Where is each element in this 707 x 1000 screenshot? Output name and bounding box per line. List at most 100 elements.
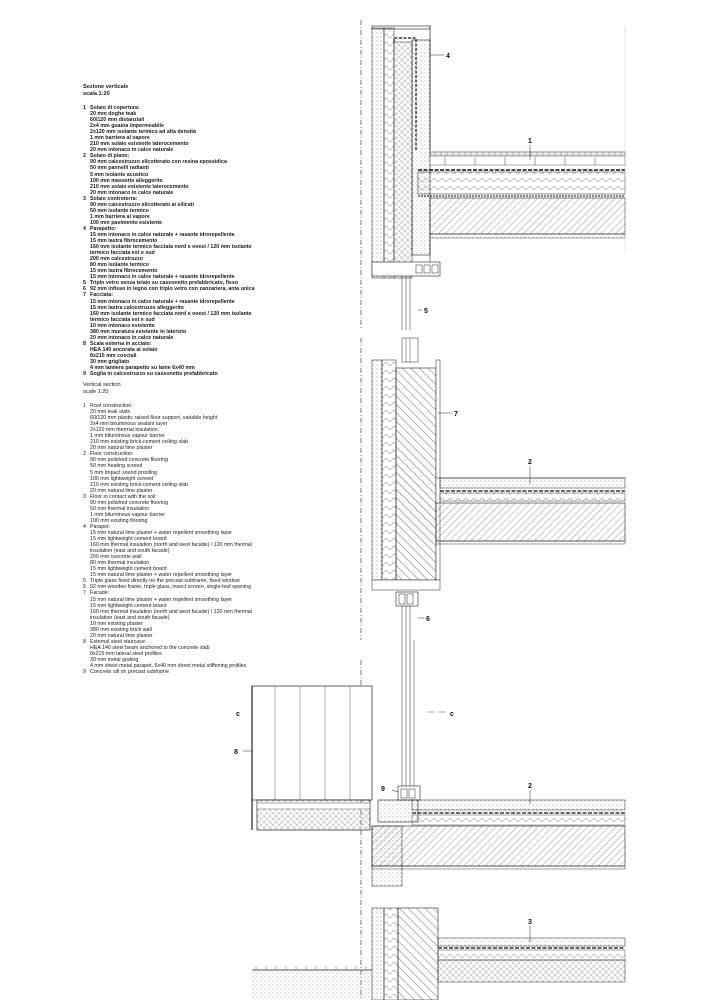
legend-item-line: Floor in contact with the soil: <box>90 493 157 500</box>
legend-item-line: 60/120 mm plastic raised floor support, … <box>90 415 218 422</box>
legend-item-line: 90 mm calcestruzzo elicotterato ai silic… <box>90 201 194 208</box>
legend-item-line: 1 mm barriera al vapore <box>90 213 150 220</box>
legend-item-line: 100 mm pavimento esistente <box>90 219 163 226</box>
legend-item-line: 2x120 mm isolante termico ad alta densit… <box>90 129 196 136</box>
legend-item-line: 210 mm existing brick-cement ceiling sla… <box>90 481 189 488</box>
callout-6: 6 <box>426 616 430 623</box>
legend-item-line: 20 mm natural lime plaster <box>90 445 153 452</box>
legend-item-line: 15 mm intonaco in calce naturale + rasan… <box>90 298 235 305</box>
legend-item-number: 6 <box>83 584 86 591</box>
callout-3: 3 <box>528 919 532 926</box>
legend-item-line: Solaio controterra: <box>90 195 138 202</box>
legend-item-line: insulation (east and south facade) <box>90 614 170 621</box>
legend-item-line: Floor construction: <box>90 451 134 458</box>
legend-title: Vertical section <box>83 382 121 388</box>
legend-item-line: 200 mm concrete wall <box>90 554 142 561</box>
legend-item-line: 210 mm existing brick-cement ceiling sla… <box>90 439 189 446</box>
legend-item-line: 15 mm lastra fibrocemento <box>90 238 158 245</box>
legend-item-line: 380 mm existing brick wall <box>90 626 152 633</box>
cut-label-right: c <box>450 711 454 718</box>
legend-item-line: 15 mm lightweight cement board <box>90 536 167 543</box>
legend-item-line: 160 mm isolante termico facciata nord e … <box>90 310 252 317</box>
legend-item-line: 50 mm pannelli radianti <box>90 165 149 172</box>
legend-item-number: 1 <box>83 105 86 111</box>
legend-item-line: 100 mm lightweight screed <box>90 475 154 482</box>
callout-4: 4 <box>446 53 450 60</box>
legend-item-line: Solaio di piano: <box>90 153 130 160</box>
legend-item-line: 4 mm lamiera parapetto su lame 6x40 mm <box>90 365 195 372</box>
legend-item-line: 50 mm isolante termico <box>90 207 149 214</box>
legend-item-number: 4 <box>83 225 86 232</box>
legend-item-number: 5 <box>83 578 86 585</box>
legend-scale: scale 1:20 <box>83 389 109 395</box>
legend-item-line: HEA 140 ancorata al solaio <box>90 346 158 353</box>
legend-item-number: 7 <box>83 292 86 299</box>
legend-item-line: Triple glass fixed directly on the preca… <box>90 578 240 585</box>
legend-item-line: 100 mm massetto alleggerito <box>90 177 163 184</box>
legend-item-line: 2x4 mm guaina impermeabile <box>90 123 164 130</box>
legend-item-number: 9 <box>83 371 86 378</box>
legend-item-number: 8 <box>83 638 86 645</box>
ground-floor-detail <box>252 907 626 1000</box>
legend-item-line: 30 mm metal grating <box>90 656 139 663</box>
callout-2-lower: 2 <box>528 783 532 790</box>
callout-9: 9 <box>381 786 385 793</box>
legend-item-line: 92 mm infisso in legno con triplo vetro … <box>90 286 255 293</box>
legend-item-line: 2x4 mm bituminous sealant layer <box>90 421 168 428</box>
legend-item-line: 90 mm calcestruzzo elicotterato con resi… <box>90 159 227 166</box>
legend-scale: scala 1:20 <box>83 91 110 97</box>
legend-item-line: Triplo vetro senza telaio su cassonetto … <box>90 280 239 287</box>
legend-item-line: 90 mm polished concrete flooring <box>90 499 169 506</box>
legend-item-line: 20 mm teak slats <box>90 409 131 416</box>
legend-item-line: 5 mm Impact sound proofing <box>90 469 158 476</box>
legend-item-line: 60/120 mm distanziali <box>90 117 145 124</box>
legend-item-line: termico facciata est e sud <box>90 316 155 323</box>
legend-item-line: 4 mm sheet metal parapet, 6x40 mm sheet … <box>90 663 247 670</box>
legend-item-line: External steel staircase: <box>90 638 147 645</box>
legend-item-line: Solaio di copertura: <box>90 105 140 111</box>
legend-item-line: 200 mm calcestruzzo <box>90 256 143 263</box>
legend-item-line: 15 mm natural lime plaster + water repel… <box>90 596 233 603</box>
legend-item-line: Parapetto: <box>90 225 117 232</box>
legend-item-line: 15 mm natural lime plaster + water repel… <box>90 572 233 579</box>
legend-item-line: 15 mm intonaco in calce naturale + rasan… <box>90 231 235 238</box>
legend-item-number: 9 <box>83 669 86 676</box>
legend-item-line: 5 mm isolante acustico <box>90 171 149 178</box>
legend-item-number: 4 <box>83 523 86 530</box>
legend-item: 5 Triple glass fixed directly on the prec… <box>83 578 258 584</box>
legend-item-line: 50 mm thermal insulation <box>90 505 150 512</box>
legend-item-line: 8x215 mm cosciali <box>90 352 137 359</box>
legend-item-line: 30 mm grigliato <box>90 358 130 365</box>
legend-item-line: 160 mm isolante termico facciata nord e … <box>90 244 252 251</box>
legend-item-line: 100 mm existing flooring <box>90 517 148 524</box>
legend-item: 9 Soglia in calcestruzzo su cassonetto pr… <box>83 371 255 377</box>
legend-item-line: 20 mm intonaco in calce naturale <box>90 189 174 196</box>
stair-sill-detail <box>251 640 626 1000</box>
legend-item-line: 8x215 mm lateral steel profiles <box>90 650 162 657</box>
legend-item-number: 3 <box>83 493 86 500</box>
legend-item-line: 90 mm polished concrete flooring <box>90 457 169 464</box>
legend-item-line: Scala esterna in acciaio: <box>90 340 152 347</box>
legend-item-line: 1 mm bituminous vapour barrier <box>90 511 165 518</box>
legend-item-line: 1 mm bituminous vapour barrier <box>90 433 165 440</box>
legend-item-line: 15 mm lightweight cement board <box>90 566 167 573</box>
legend-item-number: 7 <box>83 590 86 597</box>
callout-7: 7 <box>454 411 458 418</box>
legend-item-line: Soglia in calcestruzzo su cassonetto pre… <box>90 371 218 378</box>
